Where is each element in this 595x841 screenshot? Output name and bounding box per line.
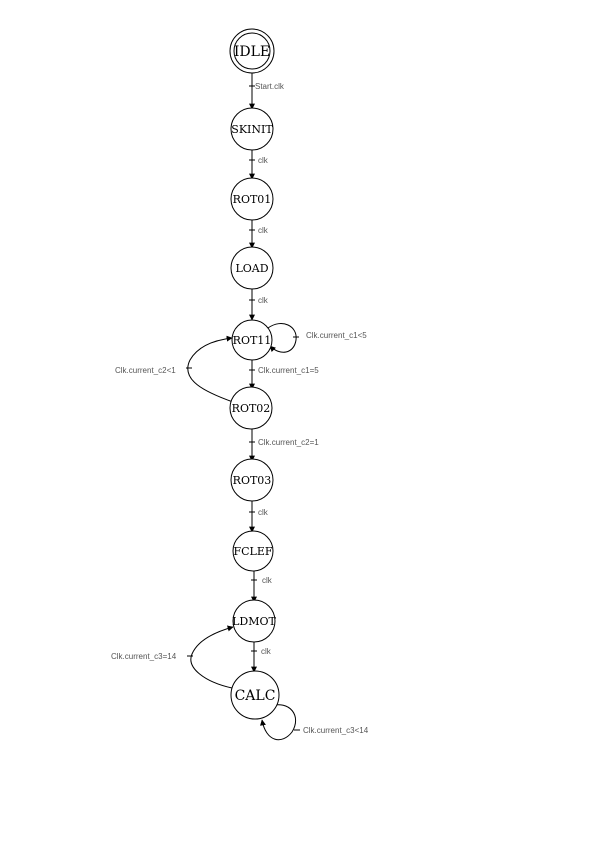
state-label: ROT03 (233, 474, 272, 487)
transition-ldmot-calc: clk (251, 640, 272, 673)
transition-calc-self: Clk.current_c3<14 (260, 704, 369, 741)
transition-rot01-load: clk (249, 219, 269, 249)
transition-label: clk (262, 576, 273, 585)
transitions: Start.clk clk clk clk Clk.current_c1<5 (111, 72, 369, 741)
transition-label: clk (258, 296, 269, 305)
state-ldmot: LDMOT (232, 599, 277, 643)
transition-rot11-rot02: Clk.current_c1=5 (249, 359, 319, 390)
transition-label: Clk.current_c2=1 (258, 438, 319, 447)
state-rot11: ROT11 (231, 319, 273, 361)
transition-rot03-fclef: clk (249, 500, 269, 533)
transition-label: Clk.current_c1<5 (306, 331, 367, 340)
transition-label: clk (258, 226, 269, 235)
transition-load-rot11: clk (249, 288, 269, 321)
transition-label: clk (258, 508, 269, 517)
state-calc: CALC (230, 670, 280, 720)
transition-label: Clk.current_c2<1 (115, 366, 176, 375)
state-label: SKINIT (231, 123, 273, 136)
state-load: LOAD (230, 246, 274, 290)
state-label: ROT02 (232, 402, 271, 415)
state-label: IDLE (234, 44, 270, 60)
transition-rot02-rot11: Clk.current_c2<1 (115, 335, 234, 403)
state-label: FCLEF (233, 545, 272, 558)
state-idle: IDLE (229, 28, 275, 74)
state-label: LDMOT (232, 615, 276, 628)
transition-label: clk (261, 647, 272, 656)
transition-label: clk (258, 156, 269, 165)
state-label: ROT11 (233, 334, 272, 347)
transition-calc-ldmot: Clk.current_c3=14 (111, 625, 234, 689)
state-rot01: ROT01 (230, 177, 274, 221)
transition-fclef-ldmot: clk (251, 570, 273, 603)
transition-rot02-rot03: Clk.current_c2=1 (249, 428, 319, 462)
state-skinit: SKINIT (230, 107, 274, 151)
state-rot02: ROT02 (229, 386, 273, 430)
transition-skinit-rot01: clk (249, 149, 269, 180)
transition-label: Clk.current_c3=14 (111, 652, 177, 661)
state-label: ROT01 (233, 193, 272, 206)
states: IDLE SKINIT ROT01 LOAD ROT11 ROT02 ROT03 (229, 28, 280, 720)
state-rot03: ROT03 (230, 458, 274, 502)
transition-label: Start.clk (255, 82, 285, 91)
transition-label: Clk.current_c3<14 (303, 726, 369, 735)
transition-rot11-self: Clk.current_c1<5 (267, 323, 367, 353)
transition-label: Clk.current_c1=5 (258, 366, 319, 375)
state-fclef: FCLEF (232, 530, 274, 572)
state-label: LOAD (235, 262, 268, 275)
transition-idle-skinit: Start.clk (249, 72, 285, 110)
state-label: CALC (235, 688, 276, 704)
